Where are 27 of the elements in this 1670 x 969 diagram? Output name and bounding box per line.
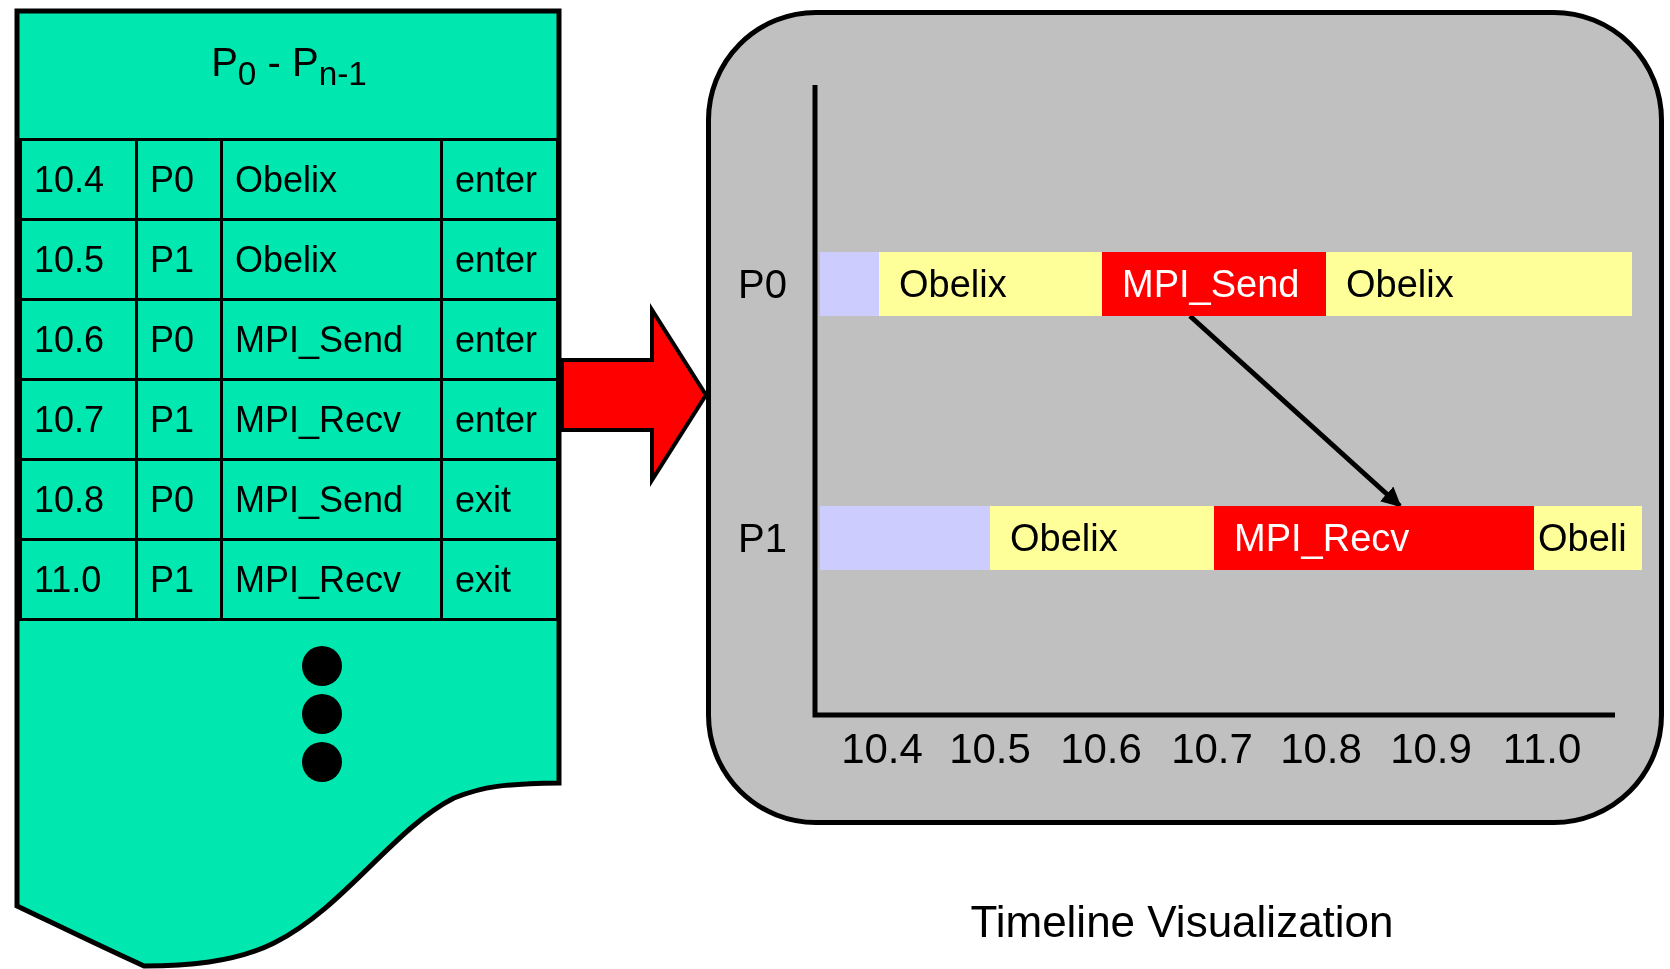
block-arrow <box>560 303 709 487</box>
header-text: P$_{0}$ - P$_{n-1}$ <box>210 39 368 94</box>
axis-tick-label: 11.0 <box>1501 724 1583 774</box>
axis-tick-label: 10.9 <box>1389 724 1473 774</box>
idle-bar <box>820 506 990 570</box>
activity-bar: Obeli <box>1534 506 1642 570</box>
axis-tick-label: 10.6 <box>1059 724 1143 774</box>
table-cell: exit <box>440 538 559 621</box>
table-cell: enter <box>440 138 559 221</box>
trace-file-document <box>14 8 562 969</box>
axis-tick-label: 10.8 <box>1279 724 1363 774</box>
activity-bar: Obelix <box>1326 252 1632 316</box>
activity-bar: Obelix <box>990 506 1214 570</box>
timeline-panel <box>706 10 1664 825</box>
activity-bar: MPI_Send <box>1102 252 1326 316</box>
idle-bar <box>820 252 879 316</box>
row-label: P1 <box>738 515 787 562</box>
axis-tick-label: 10.7 <box>1170 724 1254 774</box>
arrow <box>1188 314 1402 508</box>
table-cell: 10.4 <box>19 138 138 221</box>
activity-bar: MPI_Recv <box>1214 506 1534 570</box>
activity-bar: Obelix <box>879 252 1102 316</box>
axis-tick-label: 10.5 <box>948 724 1032 774</box>
axis-tick-label: 10.4 <box>840 724 924 774</box>
row-label: P0 <box>738 261 787 308</box>
caption: Timeline Visualization <box>969 896 1395 948</box>
table-cell: 11.0 <box>19 538 138 621</box>
